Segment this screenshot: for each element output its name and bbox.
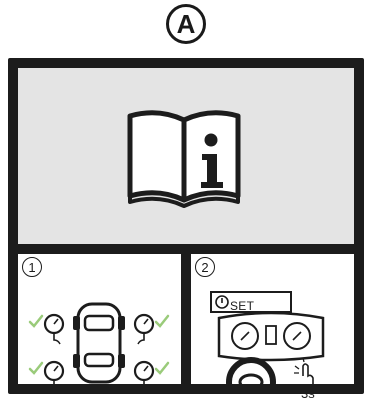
instruction-label: 1 [8,58,364,394]
figure-marker: A [166,4,206,44]
step-1-panel: 1 [18,254,181,384]
figure-marker-letter: A [177,11,196,37]
press-duration-label: 3s [301,386,315,401]
step-2-panel: 2 SET 3s [191,254,354,384]
set-button-steering-wheel-icon [191,254,354,384]
manual-info-panel [18,68,354,244]
manual-info-icon [18,68,354,244]
set-button-label: SET [230,299,254,313]
car-tyre-pressure-icon [18,254,181,384]
